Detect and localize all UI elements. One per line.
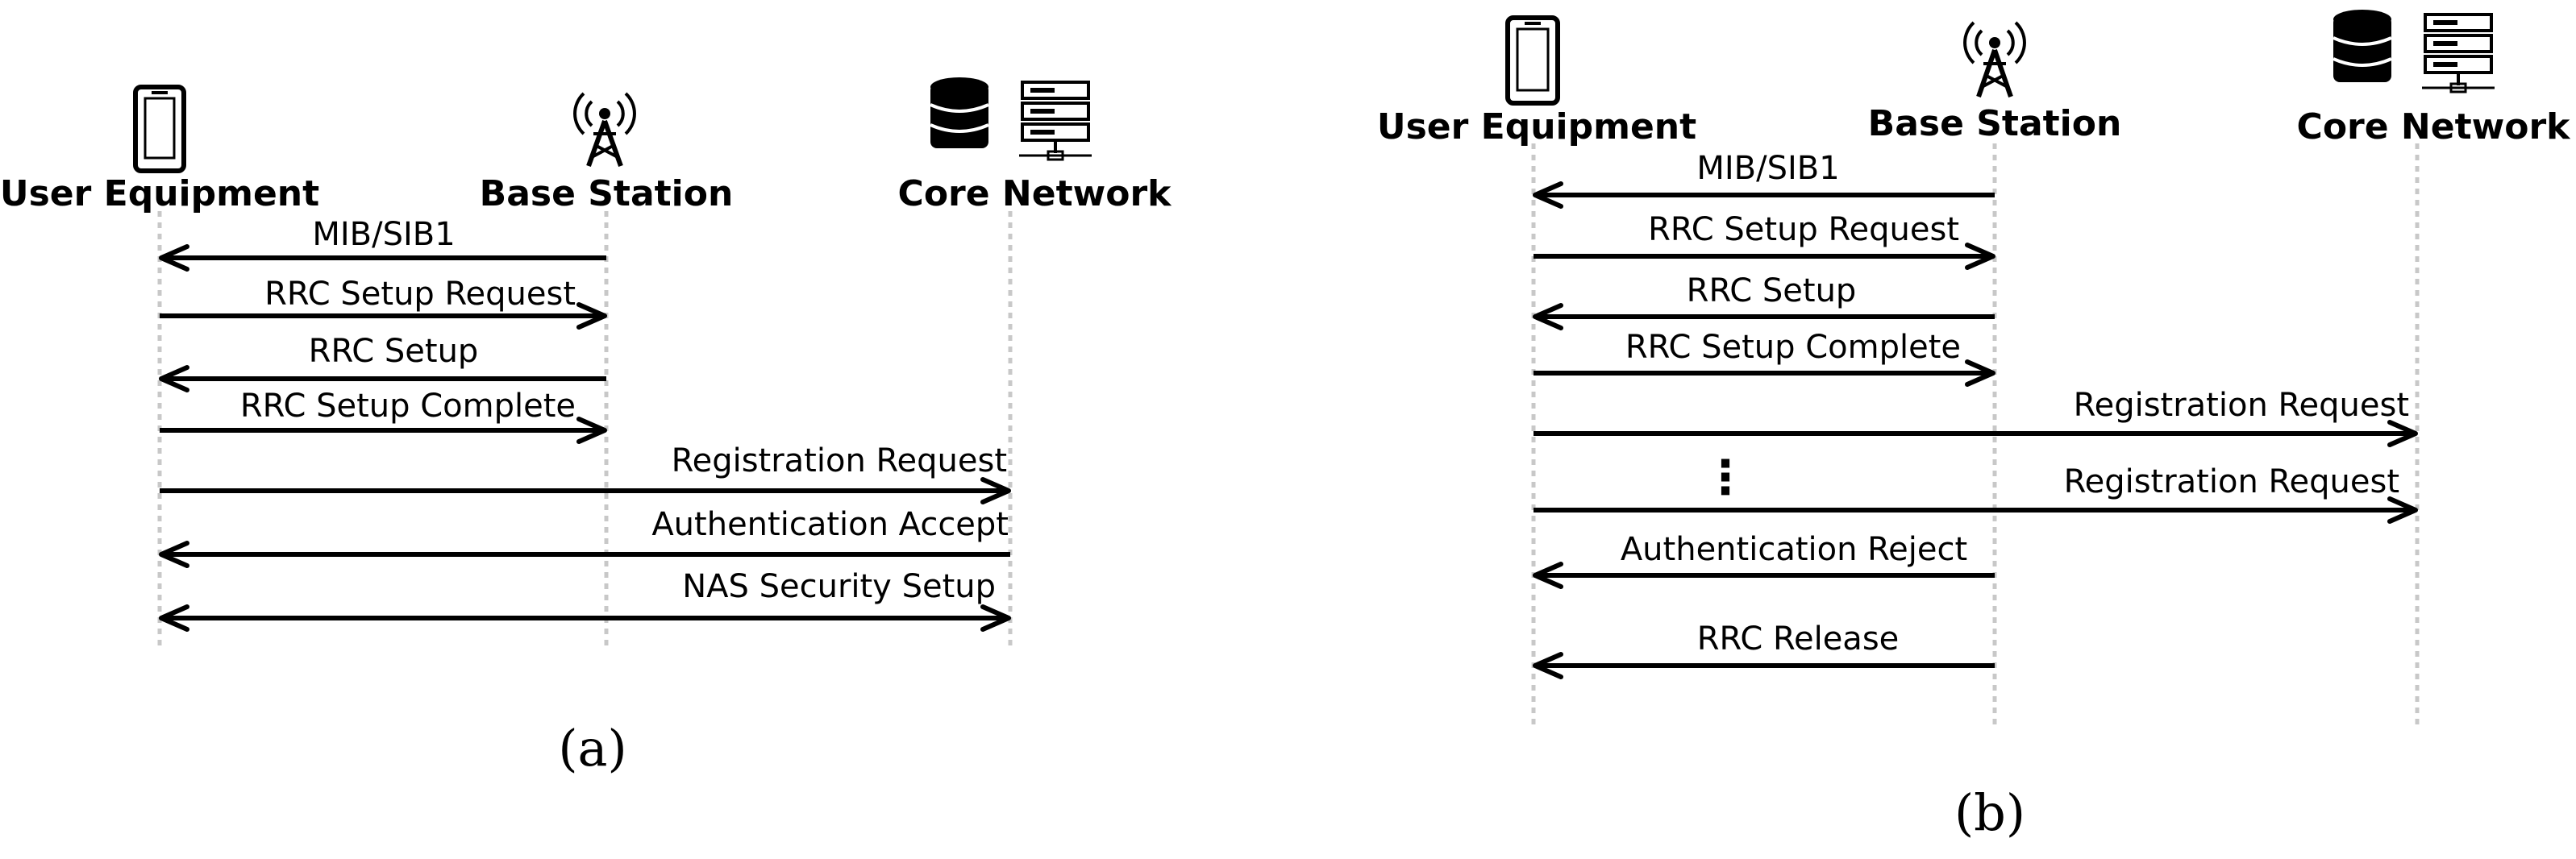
actor-base-station: Base Station (480, 173, 734, 214)
message-label: RRC Setup Complete (240, 388, 576, 425)
message-label: RRC Release (1697, 620, 1900, 658)
actor-user-equipment: User Equipment (0, 173, 319, 214)
message-arrow: MIB/SIB1 (159, 216, 606, 272)
message-arrow: Registration Request (1534, 387, 2418, 447)
message-label: RRC Setup Request (264, 276, 576, 313)
message-label: NAS Security Setup (682, 568, 996, 605)
message-arrow-bidirectional: NAS Security Setup (159, 568, 1011, 632)
actor-core-network: Core Network (898, 173, 1173, 214)
phone-icon (1505, 15, 1560, 106)
phone-icon (133, 85, 186, 173)
database-server-icon (930, 77, 1092, 161)
message-label: RRC Setup Request (1648, 211, 1959, 248)
actor-core-network: Core Network (2297, 106, 2572, 147)
antenna-tower-icon (1963, 21, 2026, 98)
message-arrow: RRC Setup Complete (160, 388, 607, 444)
message-label: Registration Request (2074, 387, 2409, 424)
panel-a: User Equipment Base Station Core Network… (0, 77, 1172, 778)
message-label: Authentication Reject (1621, 531, 1967, 568)
message-arrow: Authentication Accept (159, 506, 1010, 568)
message-label: Registration Request (672, 442, 1007, 479)
message-label: Authentication Accept (651, 506, 1009, 543)
message-label: MIB/SIB1 (1696, 150, 1839, 187)
message-arrow: MIB/SIB1 (1533, 150, 1995, 209)
message-arrow: RRC Release (1533, 620, 1995, 679)
message-label: RRC Setup (1687, 272, 1857, 309)
message-label: RRC Setup Complete (1625, 329, 1961, 366)
message-arrow: RRC Setup Complete (1534, 329, 1995, 387)
message-arrow: Registration Request (1534, 463, 2418, 524)
message-arrow: RRC Setup (159, 333, 606, 392)
panel-b: User Equipment Base Station Core Network… (1377, 10, 2571, 842)
actor-user-equipment: User Equipment (1377, 106, 1696, 147)
panel-label: (a) (558, 719, 626, 778)
message-arrow: RRC Setup (1533, 272, 1995, 330)
message-arrow: Registration Request (160, 442, 1011, 504)
message-label: RRC Setup (309, 333, 479, 370)
message-arrow: RRC Setup Request (1534, 211, 1995, 270)
ellipsis-continuation: ⋮ (1702, 450, 1749, 504)
message-label: MIB/SIB1 (312, 216, 455, 253)
panel-label: (b) (1954, 783, 2025, 842)
message-arrow: Authentication Reject (1533, 531, 1995, 589)
actor-base-station: Base Station (1868, 103, 2122, 144)
database-server-icon (2333, 10, 2495, 93)
message-arrow: RRC Setup Request (160, 276, 607, 330)
message-label: Registration Request (2064, 463, 2399, 500)
antenna-tower-icon (573, 92, 636, 168)
